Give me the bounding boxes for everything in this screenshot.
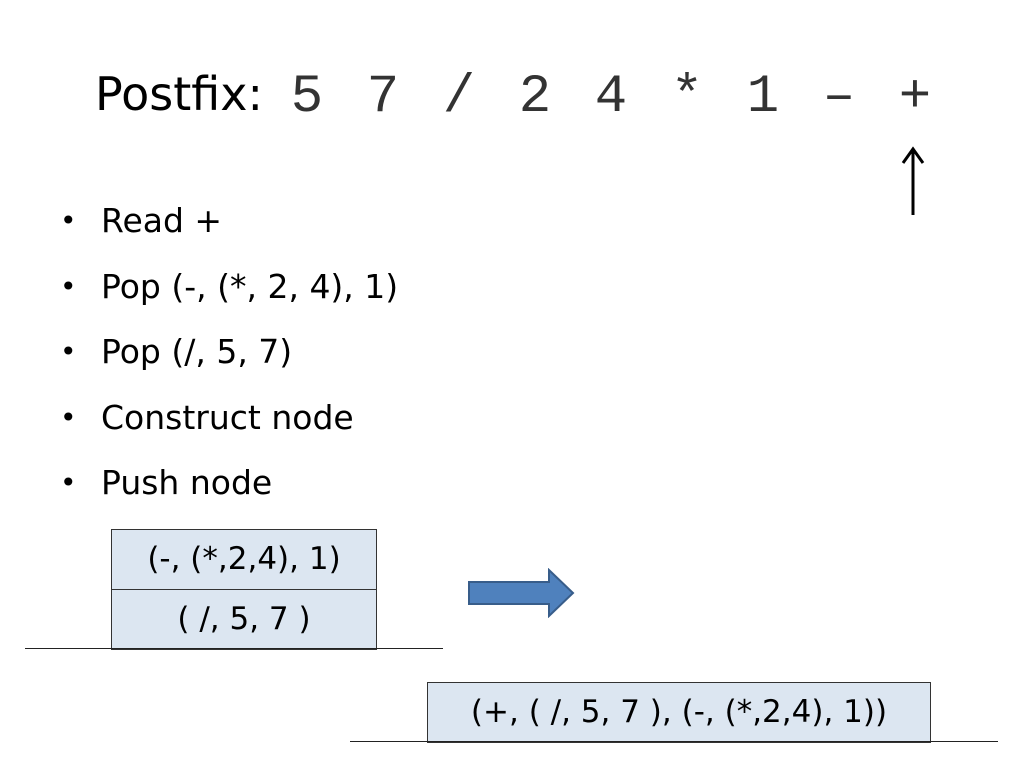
- stack-before-baseline: [25, 648, 443, 649]
- postfix-token-current: +: [898, 67, 932, 128]
- step-item: • Pop (-, (*, 2, 4), 1): [58, 254, 398, 320]
- postfix-token: 7: [366, 67, 400, 128]
- bullet-dot-icon: •: [60, 269, 77, 303]
- stack-cell: ( /, 5, 7 ): [112, 589, 376, 649]
- postfix-token: *: [670, 67, 704, 128]
- bullet-dot-icon: •: [60, 400, 77, 434]
- stack-after-baseline: [350, 741, 998, 742]
- stack-before: (-, (*,2,4), 1) ( /, 5, 7 ): [111, 529, 377, 650]
- step-list: • Read + • Pop (-, (*, 2, 4), 1) • Pop (/, …: [58, 188, 398, 516]
- postfix-token: –: [822, 67, 856, 128]
- step-text: Read +: [101, 201, 223, 240]
- step-text: Push node: [101, 463, 273, 502]
- step-text: Construct node: [101, 397, 354, 437]
- postfix-token: 2: [518, 67, 552, 128]
- step-item: • Push node: [58, 450, 398, 516]
- current-token-up-arrow-icon: [901, 146, 925, 215]
- postfix-label: Postfix:: [95, 67, 263, 121]
- bullet-dot-icon: •: [60, 335, 77, 368]
- postfix-token: 4: [594, 67, 628, 128]
- right-block-arrow-icon: [468, 568, 575, 618]
- postfix-token: /: [442, 67, 476, 128]
- postfix-token: 5: [290, 67, 324, 128]
- step-item: • Construct node: [58, 385, 398, 451]
- stack-after-cell: (+, ( /, 5, 7 ), (-, (*,2,4), 1)): [427, 682, 931, 743]
- step-item: • Read +: [58, 188, 398, 254]
- step-item: • Pop (/, 5, 7): [58, 319, 398, 385]
- bullet-dot-icon: •: [60, 204, 77, 237]
- step-text: Pop (/, 5, 7): [101, 332, 293, 371]
- step-text: Pop (-, (*, 2, 4), 1): [101, 266, 399, 306]
- postfix-token: 1: [746, 67, 780, 128]
- stack-cell: (-, (*,2,4), 1): [147, 541, 341, 577]
- bullet-dot-icon: •: [60, 466, 77, 499]
